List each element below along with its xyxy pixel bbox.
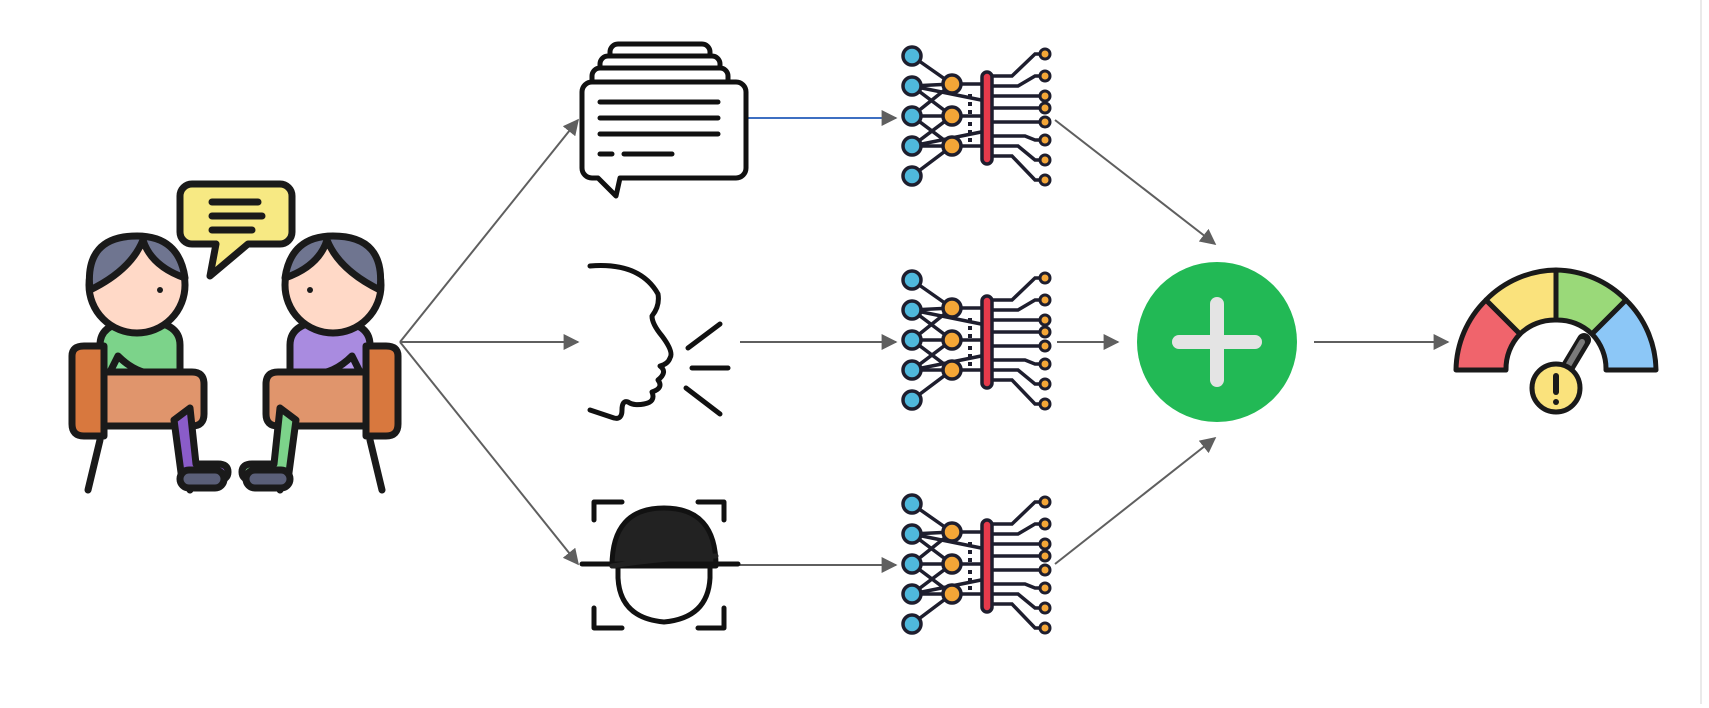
edge-conversation-to-text	[399, 118, 580, 343]
edge-network-face-to-fusion	[1054, 437, 1217, 565]
neural-network-icon	[901, 493, 1052, 635]
speaking-face-icon	[587, 263, 731, 421]
edge-conversation-to-face	[399, 341, 580, 566]
edges	[399, 110, 1450, 573]
fusion-node	[1137, 262, 1297, 422]
plus-icon	[1172, 297, 1262, 387]
left-person	[68, 232, 232, 494]
neural-network-icon	[901, 269, 1052, 411]
right-person	[238, 232, 402, 494]
two-people-conversation-icon	[68, 180, 402, 494]
risk-gauge-icon	[1453, 267, 1659, 415]
face-scan-icon	[579, 499, 741, 631]
text-transcript-icon	[579, 41, 749, 199]
neural-network-icon	[901, 45, 1052, 187]
page-edge-divider	[1700, 0, 1702, 704]
edge-network-text-to-fusion	[1054, 119, 1217, 245]
